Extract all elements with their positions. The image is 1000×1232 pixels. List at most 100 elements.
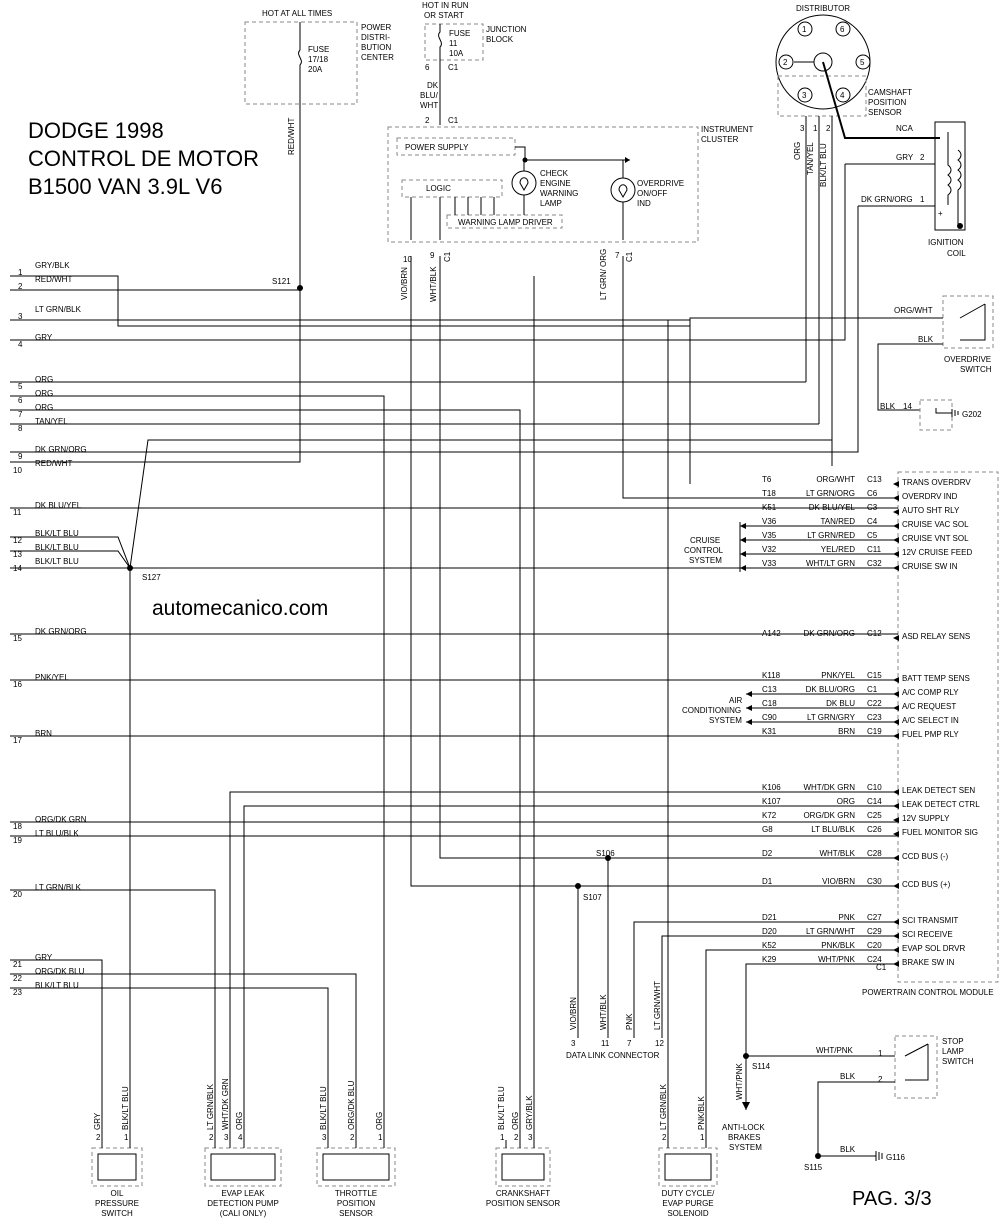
component-label: POSITION xyxy=(337,1199,375,1208)
pcm-wire-color: ORG xyxy=(837,797,855,806)
pcm-function-label: ASD RELAY SENS xyxy=(902,632,970,641)
svg-text:20A: 20A xyxy=(308,65,323,74)
svg-text:3: 3 xyxy=(802,91,807,100)
component-body-icon xyxy=(501,1153,545,1181)
svg-text:CLUSTER: CLUSTER xyxy=(701,135,739,144)
dlc-wire-color: PNK xyxy=(625,1013,634,1030)
row-wire-label: ORG/DK BLU xyxy=(35,967,85,976)
pcm-function-label: A/C REQUEST xyxy=(902,702,956,711)
svg-text:IGNITION: IGNITION xyxy=(928,238,964,247)
pcm-wire-color: WHT/PNK xyxy=(818,955,856,964)
component-body-icon xyxy=(97,1153,137,1181)
ps-feed-arrow xyxy=(625,157,630,163)
component-pin-number: 1 xyxy=(500,1133,505,1142)
pcm-box xyxy=(897,471,999,983)
component-pin-number: 3 xyxy=(528,1133,533,1142)
pnk-sci-wire xyxy=(633,921,898,1038)
pcm-connector: C28 xyxy=(867,849,882,858)
component-wire-color: GRY/BLK xyxy=(525,1095,534,1130)
svg-text:OR START: OR START xyxy=(424,11,464,20)
jb-pin: 6 xyxy=(425,63,430,72)
watermark: automecanico.com xyxy=(152,597,328,620)
pcm-connector: C4 xyxy=(867,517,878,526)
row-wire-label: BLK/LT BLU xyxy=(35,543,79,552)
component-pin-number: 2 xyxy=(209,1133,214,1142)
splice-s127-label: S127 xyxy=(142,573,161,582)
abs-label: ANTI-LOCK BRAKES SYSTEM xyxy=(722,1123,765,1152)
pcm-circuit-id: D2 xyxy=(762,849,773,858)
lt-grn-org-wire xyxy=(622,256,898,499)
row-number: 6 xyxy=(18,396,23,405)
ic-pin: 2 xyxy=(425,116,430,125)
row-wire-label: GRY xyxy=(35,953,53,962)
row-wire-label: LT BLU/BLK xyxy=(35,829,79,838)
pcm-function-label: AUTO SHT RLY xyxy=(902,506,960,515)
pcm-circuit-id: T18 xyxy=(762,489,776,498)
g116-label: G116 xyxy=(886,1153,906,1162)
svg-text:SYSTEM: SYSTEM xyxy=(729,1143,762,1152)
row-wire-label: RED/WHT xyxy=(35,459,72,468)
component-pin-number: 2 xyxy=(96,1133,101,1142)
pcm-connector: C26 xyxy=(867,825,882,834)
warning-lamp-driver-label: WARNING LAMP DRIVER xyxy=(458,218,553,227)
component-body-icon xyxy=(210,1153,276,1181)
org-dkblu-row xyxy=(10,973,357,1140)
pcm-wire-color: LT GRN/GRY xyxy=(807,713,856,722)
coil-nca-label: NCA xyxy=(896,124,914,133)
overdrive-ind-label: OVERDRIVE ON/OFF IND xyxy=(637,179,684,208)
dlc-pin-number: 7 xyxy=(627,1039,632,1048)
component-body-icon xyxy=(664,1153,712,1181)
svg-text:IND: IND xyxy=(637,199,651,208)
pcm-connector: C14 xyxy=(867,797,882,806)
hot-at-all-times-label: HOT AT ALL TIMES xyxy=(262,9,332,18)
dist-tan-yel-label: TAN/YEL xyxy=(806,142,815,175)
vio-brn-ccd-wire xyxy=(410,256,898,887)
svg-text:OVERDRIVE: OVERDRIVE xyxy=(637,179,684,188)
stop-lamp-switch-label: STOP LAMP SWITCH xyxy=(942,1037,974,1066)
svg-text:LAMP: LAMP xyxy=(942,1047,964,1056)
component-wire-color: ORG xyxy=(511,1112,520,1130)
pcm-wire-color: ORG/WHT xyxy=(816,475,855,484)
pcm-wire-color: BRN xyxy=(838,727,855,736)
pcm-wire-color: TAN/RED xyxy=(820,517,855,526)
stop-lamp-switch-box xyxy=(894,1035,938,1099)
ic-conn: C1 xyxy=(448,116,459,125)
component-wire-color: ORG xyxy=(235,1112,244,1130)
svg-text:CAMSHAFT: CAMSHAFT xyxy=(868,88,912,97)
pcm-circuit-id: K29 xyxy=(762,955,777,964)
pcm-connector: C5 xyxy=(867,531,878,540)
cruise-arrow xyxy=(740,551,746,557)
pcm-wire-color: LT GRN/ORG xyxy=(806,489,855,498)
pcm-circuit-id: C13 xyxy=(762,685,777,694)
check-engine-lamp-icon xyxy=(511,170,537,196)
row-number: 16 xyxy=(13,680,22,689)
org-row-7 xyxy=(10,409,521,1140)
pcm-connector: C27 xyxy=(867,913,882,922)
row-wire-label: LT GRN/BLK xyxy=(35,305,82,314)
row-wire-label: BLK/LT BLU xyxy=(35,529,79,538)
g116-wire-label: BLK xyxy=(840,1145,856,1154)
pcm-circuit-id: C90 xyxy=(762,713,777,722)
splice-s114-label: S114 xyxy=(752,1062,771,1071)
org-row-6 xyxy=(10,395,385,1140)
hot-in-run-label: HOT IN RUN OR START xyxy=(422,1,469,20)
row-wire-label: GRY/BLK xyxy=(35,261,70,270)
row-number: 12 xyxy=(13,536,22,545)
dist-org-label: ORG xyxy=(793,142,802,160)
blk-ltblu-rows xyxy=(10,536,898,569)
pcm-wire-color: WHT/LT GRN xyxy=(806,559,855,568)
pcm-circuit-id: V33 xyxy=(762,559,777,568)
od-switch-blk-wire xyxy=(877,343,943,411)
dist-blk-ltblu-label: BLK/LT BLU xyxy=(819,143,828,187)
row-number: 2 xyxy=(18,282,23,291)
pcm-circuit-id: V35 xyxy=(762,531,777,540)
title-line-1: DODGE 1998 xyxy=(28,118,164,143)
row-wire-label: BRN xyxy=(35,729,52,738)
